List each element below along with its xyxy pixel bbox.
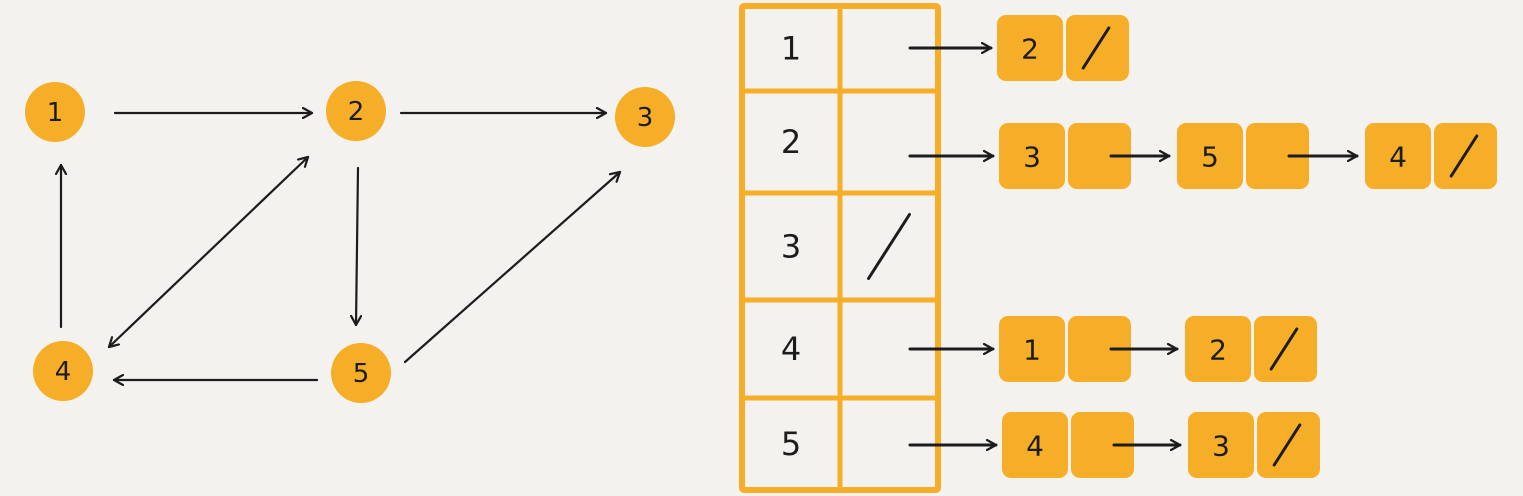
list-node-value: 2 <box>1021 33 1039 66</box>
list-node-value: 4 <box>1026 430 1044 463</box>
list-node-value: 3 <box>1023 141 1041 174</box>
list-node-value: 3 <box>1212 430 1230 463</box>
graph-edges <box>61 113 622 380</box>
graph-node-2: 2 <box>326 81 386 141</box>
list-node-4: 4 <box>1002 412 1182 478</box>
edge-2-4-bidirectional <box>107 155 310 349</box>
list-node-1: 1 <box>999 316 1179 382</box>
list-node-null-slash <box>1272 423 1302 467</box>
list-node-value-cell <box>1185 316 1251 382</box>
list-node-value-cell <box>999 316 1065 382</box>
list-node-next-cell <box>1071 412 1134 478</box>
list-node-value: 1 <box>1023 334 1041 367</box>
graph-node-circle <box>331 343 391 403</box>
list-node-2: 2 <box>1185 316 1317 382</box>
graph-node-circle <box>326 81 386 141</box>
list-node-value-cell <box>1188 412 1254 478</box>
list-node-value-cell <box>1002 412 1068 478</box>
list-node-value-cell <box>999 123 1065 189</box>
graph-node-label: 5 <box>353 359 370 389</box>
graph-node-label: 4 <box>55 357 72 387</box>
graph-node-circle <box>33 341 93 401</box>
edge-2-5 <box>356 166 358 327</box>
adjacency-row-2: 2 <box>781 123 801 161</box>
adjacency-row-3: 3 <box>781 213 911 280</box>
adjacency-table: 1 2 3 4 5 <box>739 3 941 493</box>
list-node-null-slash <box>1449 134 1479 178</box>
list-node-null-slash <box>1269 327 1299 371</box>
list-node-3: 3 <box>999 123 1171 189</box>
table-vertex-label: 1 <box>781 30 801 68</box>
graph-node-circle <box>25 82 85 142</box>
list-node-value-cell <box>1365 123 1431 189</box>
list-node-value-cell <box>1177 123 1243 189</box>
adjacency-row-1: 1 <box>781 30 801 68</box>
table-vertex-label: 5 <box>781 425 801 463</box>
graph-node-label: 2 <box>348 97 365 127</box>
graph-node-1: 1 <box>25 82 85 142</box>
table-vertex-label: 4 <box>781 330 801 368</box>
list-node-3: 3 <box>1188 412 1320 478</box>
graph-node-5: 5 <box>331 343 391 403</box>
list-node-value-cell <box>997 15 1063 81</box>
list-node-value: 5 <box>1201 141 1219 174</box>
adjacency-row-4: 4 <box>781 330 801 368</box>
list-node-value: 2 <box>1209 334 1227 367</box>
list-node-4: 4 <box>1365 123 1497 189</box>
table-vertex-label: 2 <box>781 123 801 161</box>
adjacency-row-5: 5 <box>781 425 801 463</box>
graph-node-label: 3 <box>637 103 654 133</box>
linked-list-1: 2 <box>908 15 1129 81</box>
graph-nodes: 1 2 3 4 5 <box>25 81 675 403</box>
list-node-value: 4 <box>1389 141 1407 174</box>
list-node-next-cell <box>1068 316 1131 382</box>
edge-5-3 <box>403 170 622 364</box>
table-null-slash <box>867 213 911 280</box>
list-node-next-cell <box>1246 123 1309 189</box>
list-node-null-slash <box>1081 26 1111 70</box>
list-node-5: 5 <box>1177 123 1359 189</box>
graph-node-circle <box>615 87 675 147</box>
graph-node-4: 4 <box>33 341 93 401</box>
table-vertex-label: 3 <box>781 228 801 266</box>
graph-node-3: 3 <box>615 87 675 147</box>
list-node-next-cell <box>1068 123 1131 189</box>
graph-node-label: 1 <box>47 98 64 128</box>
linked-list-2: 3 5 4 <box>908 123 1497 189</box>
list-node-2: 2 <box>997 15 1129 81</box>
